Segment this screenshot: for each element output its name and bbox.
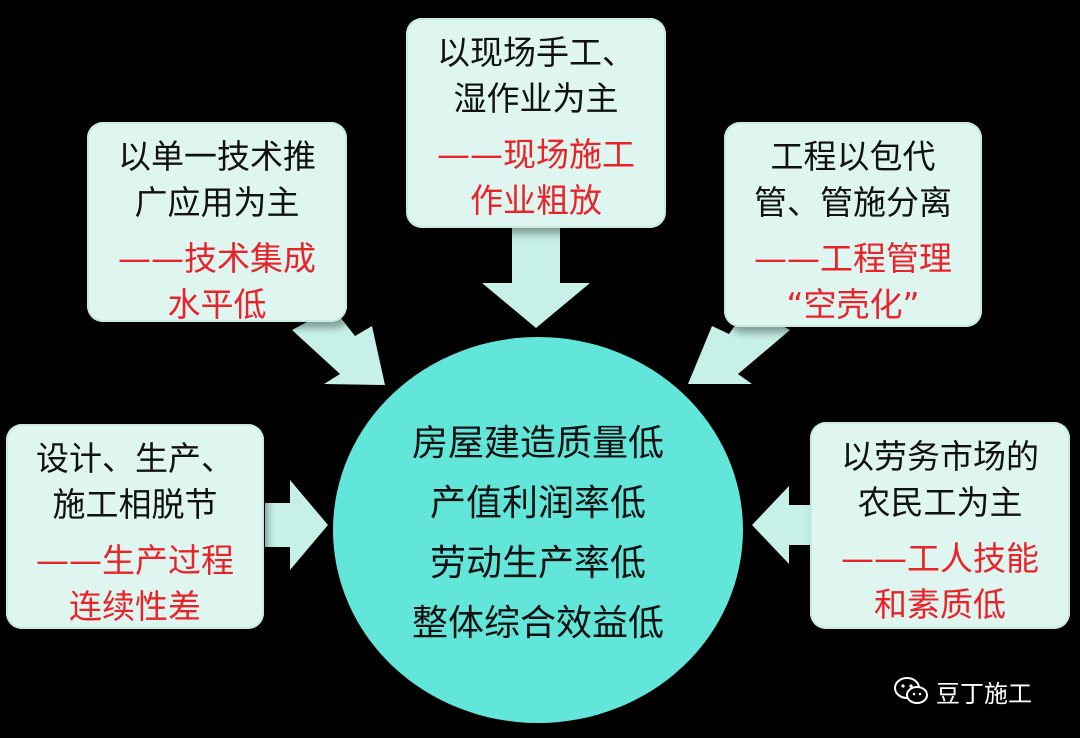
- watermark: 豆丁施工: [894, 673, 1032, 709]
- box-top-left-red-line-2: 水平低: [167, 285, 267, 324]
- center-line-1: 房屋建造质量低: [411, 423, 664, 464]
- box-left-line-2: 施工相脱节: [52, 485, 218, 524]
- box-right-red-line-2: 和素质低: [874, 585, 1006, 624]
- center-line-2: 产值利润率低: [429, 483, 646, 524]
- box-top-right-line-2: 管、管施分离: [754, 183, 952, 222]
- box-right-line-1: 以劳务市场的: [841, 437, 1039, 476]
- box-right-line-2: 农民工为主: [857, 483, 1023, 522]
- box-top-red-line-1: ——现场施工: [437, 135, 635, 174]
- box-right: 以劳务市场的 农民工为主 ——工人技能 和素质低: [810, 422, 1070, 629]
- box-top-right-line-1: 工程以包代: [770, 137, 936, 176]
- box-top-right: 工程以包代 管、管施分离 ——工程管理 “空壳化”: [724, 122, 982, 327]
- center-line-4: 整体综合效益低: [411, 603, 664, 644]
- box-left-red-line-1: ——生产过程: [36, 541, 234, 580]
- box-right-red-line-1: ——工人技能: [841, 539, 1039, 578]
- box-top-line-2: 湿作业为主: [453, 79, 619, 118]
- box-top: 以现场手工、 湿作业为主 ——现场施工 作业粗放: [406, 18, 666, 228]
- box-top-right-red-line-2: “空壳化”: [786, 285, 920, 324]
- box-top-red-line-2: 作业粗放: [470, 181, 602, 220]
- box-top-right-red-line-1: ——工程管理: [754, 239, 952, 278]
- box-top-line-1: 以现场手工、: [437, 33, 635, 72]
- arrow-right-left: [752, 486, 810, 564]
- box-top-left: 以单一技术推 广应用为主 ——技术集成 水平低: [87, 122, 347, 324]
- arrow-top-left-diagonal: [292, 308, 385, 385]
- wechat-icon: [894, 677, 928, 704]
- arrow-top-down: [482, 228, 590, 328]
- watermark-text: 豆丁施工: [936, 679, 1032, 708]
- box-left: 设计、生产、 施工相脱节 ——生产过程 连续性差: [6, 424, 264, 629]
- box-top-left-red-line-1: ——技术集成: [118, 239, 316, 278]
- center-line-3: 劳动生产率低: [429, 543, 646, 584]
- arrow-left-right: [265, 480, 328, 570]
- box-top-left-line-2: 广应用为主: [134, 183, 300, 222]
- center-circle: 房屋建造质量低 产值利润率低 劳动生产率低 整体综合效益低: [333, 337, 743, 723]
- box-left-line-1: 设计、生产、: [36, 439, 234, 478]
- box-top-left-line-1: 以单一技术推: [118, 137, 316, 176]
- box-left-red-line-2: 连续性差: [69, 587, 201, 626]
